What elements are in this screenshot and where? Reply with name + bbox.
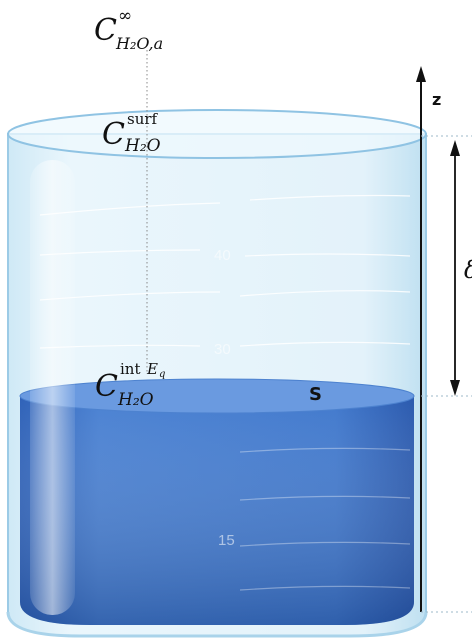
z-axis	[416, 66, 426, 612]
label-s: S	[309, 384, 322, 405]
label-c-surf: C surf H₂O	[102, 110, 161, 156]
label-c-int-eq: C int E q H₂O	[95, 360, 166, 410]
delta-arrow	[450, 140, 460, 396]
label-c-infinity: C ∞ H₂O,a	[94, 6, 164, 53]
label-delta: δ	[464, 258, 472, 282]
scale-lines	[39, 194, 411, 349]
scale-mark-40: 40	[214, 247, 231, 264]
glass-highlight	[30, 160, 75, 615]
label-z: z	[432, 90, 442, 109]
scale-mark-30: 30	[214, 341, 231, 358]
liquid-surface	[19, 378, 415, 414]
beaker-rim	[7, 109, 427, 159]
scale-mark-15: 15	[218, 532, 235, 549]
